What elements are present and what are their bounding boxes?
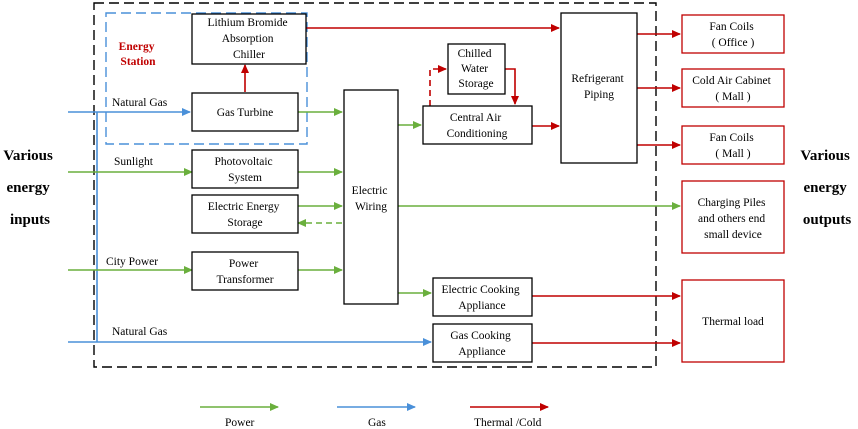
outputs-side-label: Various energy outputs bbox=[800, 148, 853, 228]
electric-cooking-block: Electric Cooking Appliance bbox=[432, 277, 533, 317]
legend-power-label: Power bbox=[225, 417, 255, 429]
legend: Power Gas Thermal /Cold bbox=[200, 403, 549, 429]
energy-storage-label: Electric Energy Storage bbox=[208, 201, 283, 229]
natural-gas-input-label: Natural Gas bbox=[112, 97, 168, 109]
fan-coils-mall-box: Fan Coils ( Mall ) bbox=[681, 125, 785, 165]
fan-coils-mall-label: Fan Coils ( Mall ) bbox=[709, 132, 756, 160]
thermal-load-box: Thermal load bbox=[681, 279, 785, 363]
chilled-storage-to-central-ac-arrow bbox=[505, 68, 519, 105]
refrigerant-piping-block: Refrigerant Piping bbox=[560, 12, 638, 164]
energy-storage-block: Electric Energy Storage bbox=[191, 194, 299, 234]
gas-cooking-label: Gas Cooking Appliance bbox=[450, 330, 513, 358]
photovoltaic-block: Photovoltaic System bbox=[191, 149, 299, 189]
gas-turbine-block: Gas Turbine bbox=[191, 92, 299, 132]
photovoltaic-label: Photovoltaic System bbox=[214, 156, 275, 184]
power-flows bbox=[68, 108, 681, 297]
chiller-block: Lithium Bromide Absorption Chiller bbox=[191, 13, 307, 65]
charging-piles-box: Charging Piles and others end small devi… bbox=[681, 180, 785, 254]
electric-wiring-block: Electric Wiring bbox=[343, 89, 399, 305]
thermal-load-label: Thermal load bbox=[702, 316, 764, 328]
central-ac-to-chilled-storage-dashed-arrow bbox=[429, 65, 447, 106]
sunlight-input-label: Sunlight bbox=[114, 156, 154, 168]
electric-wiring-label: Electric Wiring bbox=[352, 185, 391, 213]
thermal-flows bbox=[241, 24, 681, 347]
legend-thermal-label: Thermal /Cold bbox=[474, 417, 542, 429]
city-power-input-label: City Power bbox=[106, 256, 158, 268]
fan-coils-office-label: Fan Coils ( Office ) bbox=[709, 21, 756, 49]
gas-flows bbox=[68, 108, 432, 346]
charging-piles-label: Charging Piles and others end small devi… bbox=[698, 197, 769, 241]
gas-cooking-block: Gas Cooking Appliance bbox=[432, 323, 533, 363]
gas-turbine-label: Gas Turbine bbox=[217, 107, 274, 119]
energy-station-label: Energy Station bbox=[119, 41, 158, 68]
inputs-side-label: Various energy inputs bbox=[3, 148, 56, 228]
cold-air-cabinet-box: Cold Air Cabinet ( Mall ) bbox=[681, 68, 785, 108]
central-ac-block: Central Air Conditioning bbox=[422, 105, 533, 145]
system-boundary bbox=[93, 2, 657, 368]
chilled-water-block: Chilled Water Storage bbox=[447, 43, 506, 95]
power-transformer-label: Power Transformer bbox=[216, 258, 273, 286]
fan-coils-office-box: Fan Coils ( Office ) bbox=[681, 14, 785, 54]
refrigerant-piping-label: Refrigerant Piping bbox=[571, 73, 626, 101]
electric-cooking-label: Electric Cooking Appliance bbox=[441, 284, 522, 312]
cold-air-cabinet-label: Cold Air Cabinet ( Mall ) bbox=[692, 75, 773, 103]
chiller-block-label: Lithium Bromide Absorption Chiller bbox=[207, 17, 290, 61]
power-transformer-block: Power Transformer bbox=[191, 251, 299, 291]
central-ac-label: Central Air Conditioning bbox=[447, 112, 508, 140]
chilled-water-label: Chilled Water Storage bbox=[458, 48, 495, 90]
legend-gas-label: Gas bbox=[368, 417, 386, 429]
natural-gas-cooking-input-label: Natural Gas bbox=[112, 326, 168, 338]
